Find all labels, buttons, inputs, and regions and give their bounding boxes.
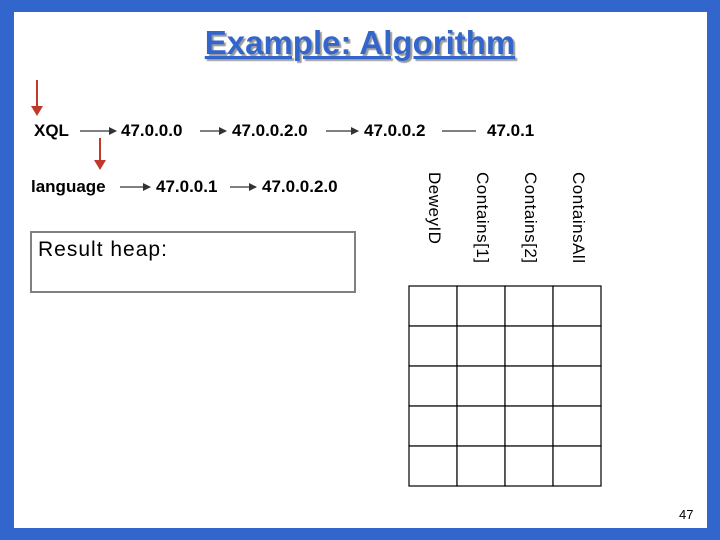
table-cell [552, 405, 602, 447]
table-cell [552, 325, 602, 367]
table-cell [504, 445, 554, 487]
table-cell [456, 325, 506, 367]
table-cell [456, 445, 506, 487]
result-heap-label: Result heap: [38, 238, 168, 261]
header-deweyid: DeweyID [408, 172, 456, 285]
table-cell [408, 445, 458, 487]
header-deweyid-text: DeweyID [425, 172, 444, 245]
node-xql-4: 47.0.1 [487, 121, 535, 141]
node-xql-1: 47.0.0.0 [121, 121, 183, 141]
table-cell [504, 365, 554, 407]
keyword-xql: XQL [34, 121, 69, 140]
node-xql-3: 47.0.0.2 [364, 121, 426, 141]
keyword-language: language [31, 177, 106, 196]
node-language-2: 47.0.0.2.0 [262, 177, 338, 197]
header-containsall-text: ContainsAll [569, 172, 588, 264]
page-number: 47 [679, 507, 694, 522]
header-containsall: ContainsAll [552, 172, 600, 285]
table-cell [408, 365, 458, 407]
table-cell [552, 365, 602, 407]
table-cell [504, 285, 554, 327]
cursor-arrow-xql-head [31, 106, 43, 116]
cursor-arrow-language-head [94, 160, 106, 170]
table-cell [552, 445, 602, 487]
result-table-grid [408, 285, 602, 487]
table-cell [504, 325, 554, 367]
header-contains-1-text: Contains[1] [473, 172, 492, 264]
slide-title: Example: Algorithm [204, 24, 516, 61]
table-cell [408, 285, 458, 327]
node-language-1: 47.0.0.1 [156, 177, 218, 197]
table-cell [408, 405, 458, 447]
header-contains-1: Contains[1] [456, 172, 504, 285]
table-cell [456, 405, 506, 447]
header-contains-2: Contains[2] [504, 172, 552, 285]
table-cell [456, 285, 506, 327]
table-cell [504, 405, 554, 447]
node-xql-2: 47.0.0.2.0 [232, 121, 308, 141]
header-contains-2-text: Contains[2] [521, 172, 540, 264]
table-cell [408, 325, 458, 367]
result-heap-box: Result heap: [30, 231, 356, 293]
table-cell [456, 365, 506, 407]
table-cell [552, 285, 602, 327]
